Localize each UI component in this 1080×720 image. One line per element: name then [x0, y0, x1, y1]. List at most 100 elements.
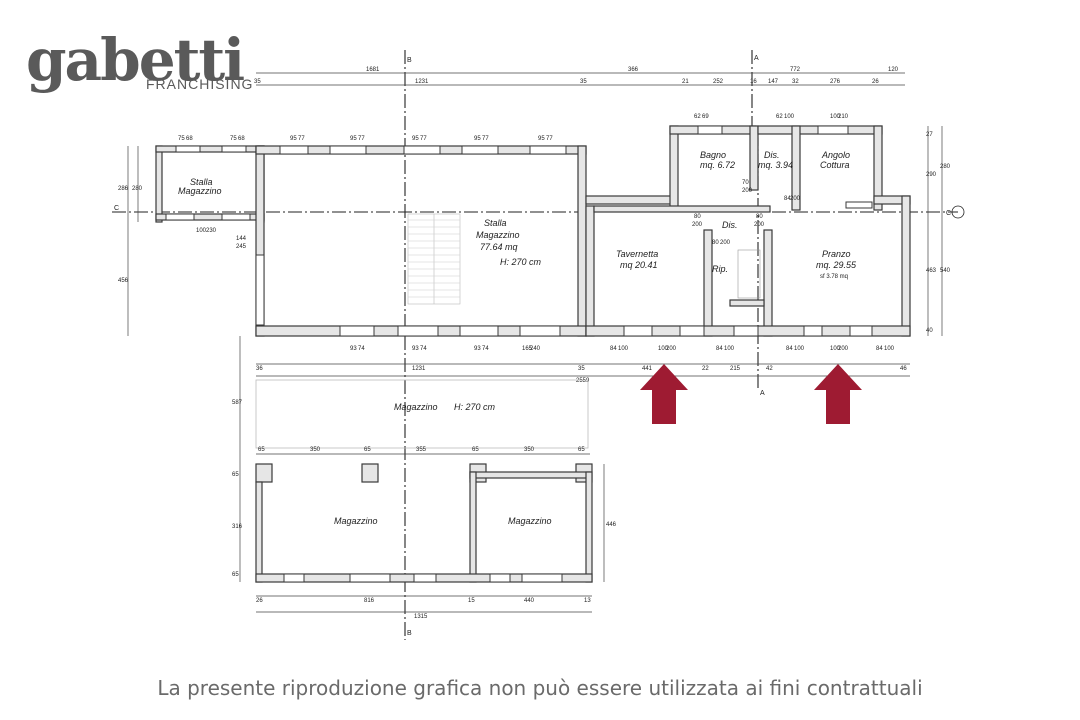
- dim-door-100: 100: [196, 228, 207, 234]
- dim-left-316: 316: [232, 524, 243, 530]
- dim-bot-22: 22: [702, 366, 709, 372]
- dim-top-32: 32: [792, 79, 799, 85]
- dim-base-816: 816: [364, 598, 375, 604]
- dim-base-1315: 1315: [414, 614, 428, 620]
- dim-right-27: 27: [926, 132, 933, 138]
- dim-bot-2559: 2559: [576, 378, 590, 384]
- entrance-arrows: [640, 364, 862, 424]
- dim-bot-36: 36: [256, 366, 263, 372]
- dim-w-62b: 62: [776, 114, 783, 120]
- dim-b-200-1: 200: [666, 346, 677, 352]
- dim-b-100-3: 100: [724, 346, 735, 352]
- angolo-label-2: Cottura: [820, 160, 850, 170]
- dim-top-252: 252: [713, 79, 724, 85]
- dim-left-587: 587: [232, 400, 243, 406]
- dim-b-100-6: 100: [884, 346, 895, 352]
- dim-top-120: 120: [888, 67, 899, 73]
- dim-bot-441: 441: [642, 366, 653, 372]
- angolo-label: Angolo: [821, 150, 850, 160]
- apartment: Bagno mq. 6.72 Dis. mq. 3.94 Angolo Cott…: [585, 114, 951, 352]
- rip-label: Rip.: [712, 264, 728, 274]
- dim-b-84-4: 84: [876, 346, 883, 352]
- dim-door-230: 230: [206, 228, 217, 234]
- dim-right-540: 540: [940, 268, 951, 274]
- dim-w-77-1: 77: [298, 136, 305, 142]
- bagno-area: mq. 6.72: [700, 160, 735, 170]
- dim-w-210: 210: [838, 114, 849, 120]
- dim-top-1231: 1231: [415, 79, 429, 85]
- dim-d-80a: 80: [694, 214, 701, 220]
- dis-mid-label: Dis.: [722, 220, 738, 230]
- mark-a-bottom: A: [760, 390, 765, 397]
- logo-word: gabetti: [26, 26, 244, 94]
- dim-top-21: 21: [682, 79, 689, 85]
- dim-left-65a: 65: [232, 472, 239, 478]
- dim-w-75a: 75: [178, 136, 185, 142]
- dim-left-286: 286: [118, 186, 129, 192]
- top-dimensions: 1681 772 35 1231 35 366 21 252 16 147 32…: [254, 67, 905, 86]
- dim-w-95-5: 95: [538, 136, 545, 142]
- stalla-small-label-2: Magazzino: [178, 186, 222, 196]
- dim-w-75b: 75: [230, 136, 237, 142]
- dim-b-84-3: 84: [786, 346, 793, 352]
- stalla-big-height: H: 270 cm: [500, 257, 542, 267]
- dim-w-77-5: 77: [546, 136, 553, 142]
- dim-right-463: 463: [926, 268, 937, 274]
- dis-top-area: mq. 3.94: [758, 160, 793, 170]
- stair: [408, 219, 460, 298]
- dim-d-200e: 200: [720, 240, 731, 246]
- dim-bot-215: 215: [730, 366, 741, 372]
- dim-w-77-3: 77: [420, 136, 427, 142]
- stalla-small-label-1: Stalla: [190, 177, 213, 187]
- section-line-a: [751, 50, 759, 390]
- bagno-label: Bagno: [700, 150, 726, 160]
- magazzino-right-label: Magazzino: [508, 516, 552, 526]
- mark-c-left: C: [114, 205, 119, 212]
- dim-w-68b: 68: [238, 136, 245, 142]
- dim-w-95-2: 95: [350, 136, 357, 142]
- dim-b-100-4: 100: [794, 346, 805, 352]
- dim-bot-1231: 1231: [412, 366, 426, 372]
- dim-b-84-1: 84: [610, 346, 617, 352]
- stalla-big-label-2: Magazzino: [476, 230, 520, 240]
- dim-b-93-2: 93: [412, 346, 419, 352]
- dim-right-290: 290: [926, 172, 937, 178]
- dim-d-200d: 200: [790, 196, 801, 202]
- dim-w-100a: 100: [784, 114, 795, 120]
- magazzino-top-label: Magazzino: [394, 402, 438, 412]
- mark-b-bottom: B: [407, 630, 412, 637]
- dim-b-93-3: 93: [474, 346, 481, 352]
- dim-base-26: 26: [256, 598, 263, 604]
- dim-b-100-1: 100: [618, 346, 629, 352]
- dim-w-95-1: 95: [290, 136, 297, 142]
- dim-w-69: 69: [702, 114, 709, 120]
- dim-d-200c: 200: [754, 222, 765, 228]
- dim-top-35b: 35: [580, 79, 587, 85]
- dim-b-74-2: 74: [420, 346, 427, 352]
- dim-w-100b: 100: [830, 114, 841, 120]
- dim-top-276: 276: [830, 79, 841, 85]
- mark-c-right: C: [946, 210, 951, 217]
- section-c-marker: [951, 205, 965, 219]
- dim-door-144: 144: [236, 236, 247, 242]
- magazzino-area: Magazzino H: 270 cm 65 350 65 355 65 350…: [118, 222, 617, 620]
- dim-top-26: 26: [872, 79, 879, 85]
- dim-d-200a: 200: [742, 188, 753, 194]
- dim-mag-350b: 350: [524, 447, 535, 453]
- dim-mag-65b: 65: [364, 447, 371, 453]
- stalla-big: Stalla Magazzino 77.64 mq H: 270 cm 95 7…: [255, 136, 587, 352]
- dim-top-right-total: 772: [790, 67, 801, 73]
- magazzino-top-height: H: 270 cm: [454, 402, 496, 412]
- dim-mag-355: 355: [416, 447, 427, 453]
- dim-d-200b: 200: [692, 222, 703, 228]
- dim-b-240: 240: [530, 346, 541, 352]
- dim-base-15: 15: [468, 598, 475, 604]
- dim-top-366: 366: [628, 67, 639, 73]
- dim-mag-65c: 65: [472, 447, 479, 453]
- dim-door-245: 245: [236, 244, 247, 250]
- dim-bot-35: 35: [578, 366, 585, 372]
- bottom-dimensions: 36 1231 35 2559 441 22 215 42 46: [256, 363, 910, 384]
- dim-bot-46: 46: [900, 366, 907, 372]
- mark-b-top: B: [407, 57, 412, 64]
